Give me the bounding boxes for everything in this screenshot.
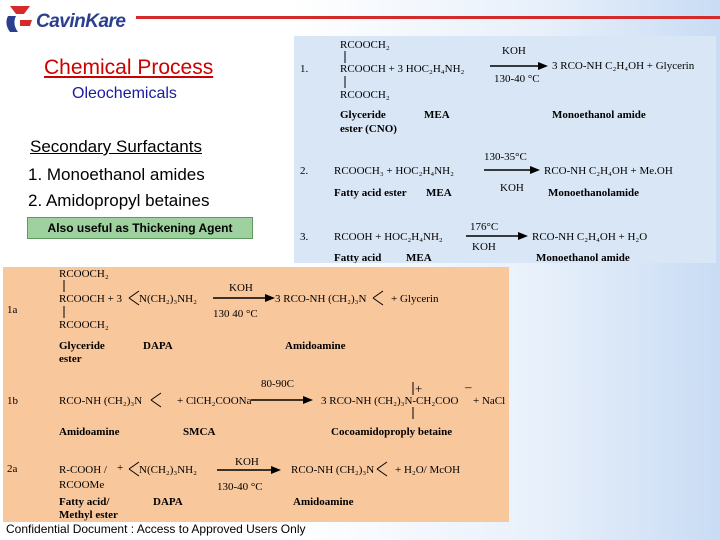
reaction-condition: KOH bbox=[229, 282, 253, 294]
reaction-condition: KOH bbox=[472, 241, 496, 253]
compound-label: SMCA bbox=[183, 426, 215, 438]
byproduct-formula: + H₂O/ McOH bbox=[395, 464, 460, 476]
compound-label: Methyl ester bbox=[59, 509, 118, 521]
compound-label: Amidoamine bbox=[293, 496, 354, 508]
product-formula: 3 RCO-NH (CH₂)₃N bbox=[275, 293, 366, 305]
product-formula: 3 RCO-NH C₂H₄OH + Glycerin bbox=[552, 60, 695, 72]
logo-text: CavinKare bbox=[36, 11, 126, 32]
arrow-head-icon bbox=[271, 466, 281, 474]
reactant-formula: RCOOCH + 3 bbox=[59, 293, 123, 305]
compound-label: DAPA bbox=[153, 496, 183, 508]
reaction-condition: 130 40 °C bbox=[213, 308, 258, 320]
reaction-number: 1. bbox=[300, 63, 309, 75]
reactant-formula: + ClCH₂COONa bbox=[177, 395, 252, 407]
reaction-condition: 130-35°C bbox=[484, 151, 527, 163]
compound-label: Amidoamine bbox=[285, 340, 346, 352]
reaction-condition: 130-40 °C bbox=[494, 73, 540, 85]
arrow-head-icon bbox=[530, 166, 540, 174]
reactant-formula: N(CH₂)₃NH₂ bbox=[139, 464, 197, 476]
betaine-reaction-panel: 1a RCOOCH₂ RCOOCH + 3 N(CH₂)₃NH₂ RCOOCH₂… bbox=[3, 267, 509, 522]
compound-label: DAPA bbox=[143, 340, 173, 352]
charge-plus: + bbox=[415, 381, 422, 396]
reaction-number: 2a bbox=[7, 463, 18, 475]
list-item: 1. Monoethanol amides bbox=[28, 165, 205, 184]
compound-label: Cocoamidoproply betaine bbox=[331, 426, 452, 438]
reaction-condition: 176°C bbox=[470, 221, 498, 233]
list-item: 2. Amidopropyl betaines bbox=[28, 191, 210, 210]
reactant-formula: RCOOCH₂ bbox=[340, 89, 390, 101]
section-heading: Secondary Surfactants bbox=[30, 137, 202, 156]
reactant-formula: RCOOCH₂ bbox=[59, 268, 109, 280]
compound-label: MEA bbox=[426, 187, 452, 199]
reactant-formula: RCOOCH + 3 HOC₂H₄NH₂ bbox=[340, 63, 465, 75]
logo-mark-icon bbox=[6, 6, 32, 32]
compound-label: Monoethanol amide bbox=[552, 109, 646, 121]
compound-label: Fatty acid ester bbox=[334, 187, 407, 199]
arrow-head-icon bbox=[265, 294, 275, 302]
betaine-reaction-scheme: 1a RCOOCH₂ RCOOCH + 3 N(CH₂)₃NH₂ RCOOCH₂… bbox=[7, 268, 505, 521]
plus-sign: + bbox=[117, 462, 123, 474]
mea-reaction-scheme: 1. RCOOCH₂ RCOOCH + 3 HOC₂H₄NH₂ RCOOCH₂ … bbox=[300, 39, 695, 263]
reactant-formula: N(CH₂)₃NH₂ bbox=[139, 293, 197, 305]
compound-label: ester bbox=[59, 353, 82, 365]
reaction-condition: 130-40 °C bbox=[217, 481, 263, 493]
reaction-number: 1b bbox=[7, 395, 19, 407]
charge-minus: – bbox=[464, 379, 472, 394]
compound-label: ester (CNO) bbox=[340, 123, 397, 135]
compound-label: Glyceride bbox=[340, 109, 386, 121]
note-badge: Also useful as Thickening Agent bbox=[27, 217, 253, 239]
reaction-condition: KOH bbox=[502, 45, 526, 57]
reactant-formula: R-COOH / bbox=[59, 464, 108, 476]
compound-label: Glyceride bbox=[59, 340, 105, 352]
product-formula: RCO-NH C₂H₄OH + Me.OH bbox=[544, 165, 673, 177]
reactant-formula: RCOOCH₃ + HOC₂H₄NH₂ bbox=[334, 165, 454, 177]
byproduct-formula: + NaCl bbox=[473, 395, 505, 407]
reactant-formula: RCOOCH₂ bbox=[340, 39, 390, 51]
reaction-condition: KOH bbox=[500, 182, 524, 194]
header-divider bbox=[136, 16, 720, 19]
reaction-number: 2. bbox=[300, 165, 309, 177]
reactant-formula: RCOOMe bbox=[59, 479, 104, 491]
page-title: Chemical Process bbox=[44, 56, 214, 79]
compound-label: MEA bbox=[424, 109, 450, 121]
reaction-number: 3. bbox=[300, 231, 309, 243]
byproduct-formula: + Glycerin bbox=[391, 293, 439, 305]
compound-label: Fatty acid bbox=[334, 252, 381, 263]
compound-label: Monoethanolamide bbox=[548, 187, 639, 199]
reaction-condition: KOH bbox=[235, 456, 259, 468]
page-subtitle: Oleochemicals bbox=[72, 85, 177, 102]
reactant-formula: RCO-NH (CH₂)₃N bbox=[59, 395, 142, 407]
reaction-number: 1a bbox=[7, 304, 18, 316]
arrow-head-icon bbox=[303, 396, 313, 404]
reactant-formula: RCOOH + HOC₂H₄NH₂ bbox=[334, 231, 443, 243]
reaction-condition: 80-90C bbox=[261, 378, 294, 390]
logo: CavinKare bbox=[2, 2, 132, 38]
reactant-formula: RCOOCH₂ bbox=[59, 319, 109, 331]
mea-reaction-panel: 1. RCOOCH₂ RCOOCH + 3 HOC₂H₄NH₂ RCOOCH₂ … bbox=[294, 36, 716, 263]
compound-label: MEA bbox=[406, 252, 432, 263]
product-formula: RCO-NH (CH₂)₃N bbox=[291, 464, 374, 476]
compound-label: Amidoamine bbox=[59, 426, 120, 438]
product-formula: RCO-NH C₂H₄OH + H₂O bbox=[532, 231, 647, 243]
arrow-head-icon bbox=[518, 232, 528, 240]
compound-label: Monoethanol amide bbox=[536, 252, 630, 263]
compound-label: Fatty acid/ bbox=[59, 496, 110, 508]
arrow-head-icon bbox=[538, 62, 548, 70]
footer-notice: Confidential Document : Access to Approv… bbox=[6, 522, 306, 536]
product-formula: 3 RCO-NH (CH₂)₃N-CH₂COO bbox=[321, 395, 458, 407]
